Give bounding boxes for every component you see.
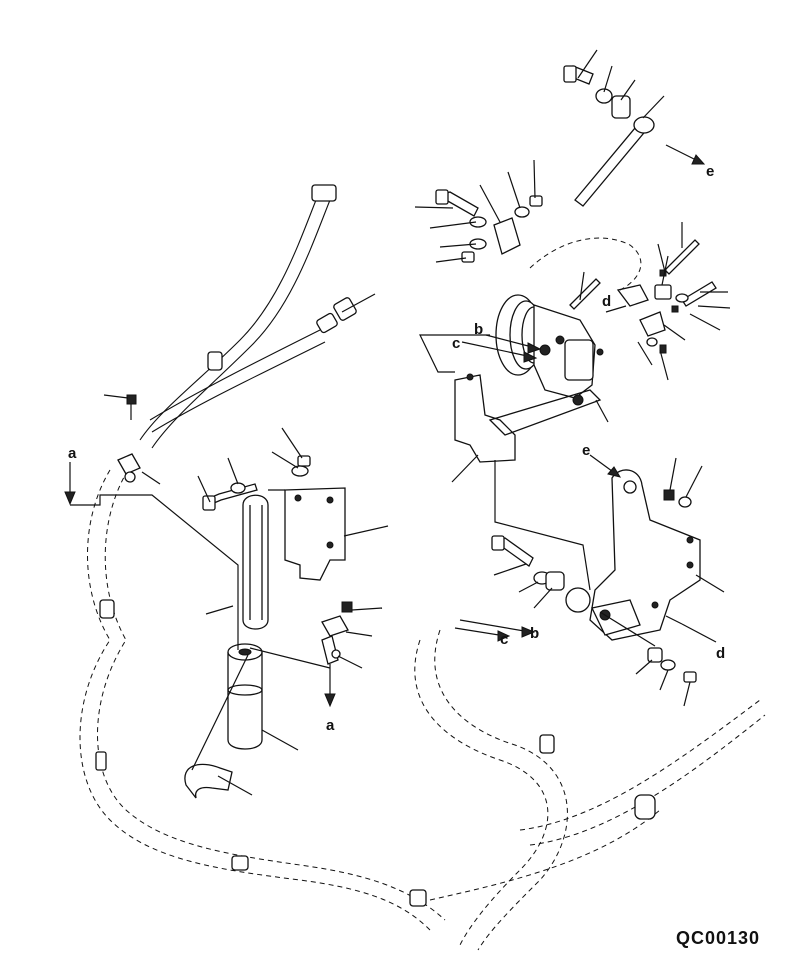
ref-label-e-right: e [582, 442, 590, 459]
ref-label-d-top: d [602, 293, 611, 310]
compressor-mount-bracket [454, 373, 602, 463]
tension-block-hardware [435, 189, 543, 263]
compressor [495, 294, 604, 406]
ref-label-b-right: b [530, 625, 539, 642]
reference-arrows [64, 144, 717, 708]
adjust-rod [563, 65, 655, 207]
belt-outline [529, 237, 642, 291]
ref-label-d-bottom: d [716, 645, 725, 662]
ref-label-a-top: a [68, 445, 77, 462]
figure-code: QC00130 [676, 928, 760, 948]
lower-right-hardware [491, 489, 697, 683]
long-hose-assembly [79, 184, 766, 951]
upper-right-hardware [569, 239, 717, 354]
lower-mount-bracket [565, 469, 701, 641]
small-hardware-left [126, 394, 353, 665]
ref-label-a-bottom: a [326, 717, 335, 734]
ref-label-e-top: e [706, 163, 714, 180]
ref-label-b-left: b [474, 321, 483, 338]
receiver-bracket [242, 487, 346, 630]
receiver-drier [184, 643, 263, 799]
ref-label-c-left: c [452, 335, 460, 352]
ref-label-c-right: c [500, 631, 508, 648]
leader-lines [70, 49, 731, 796]
